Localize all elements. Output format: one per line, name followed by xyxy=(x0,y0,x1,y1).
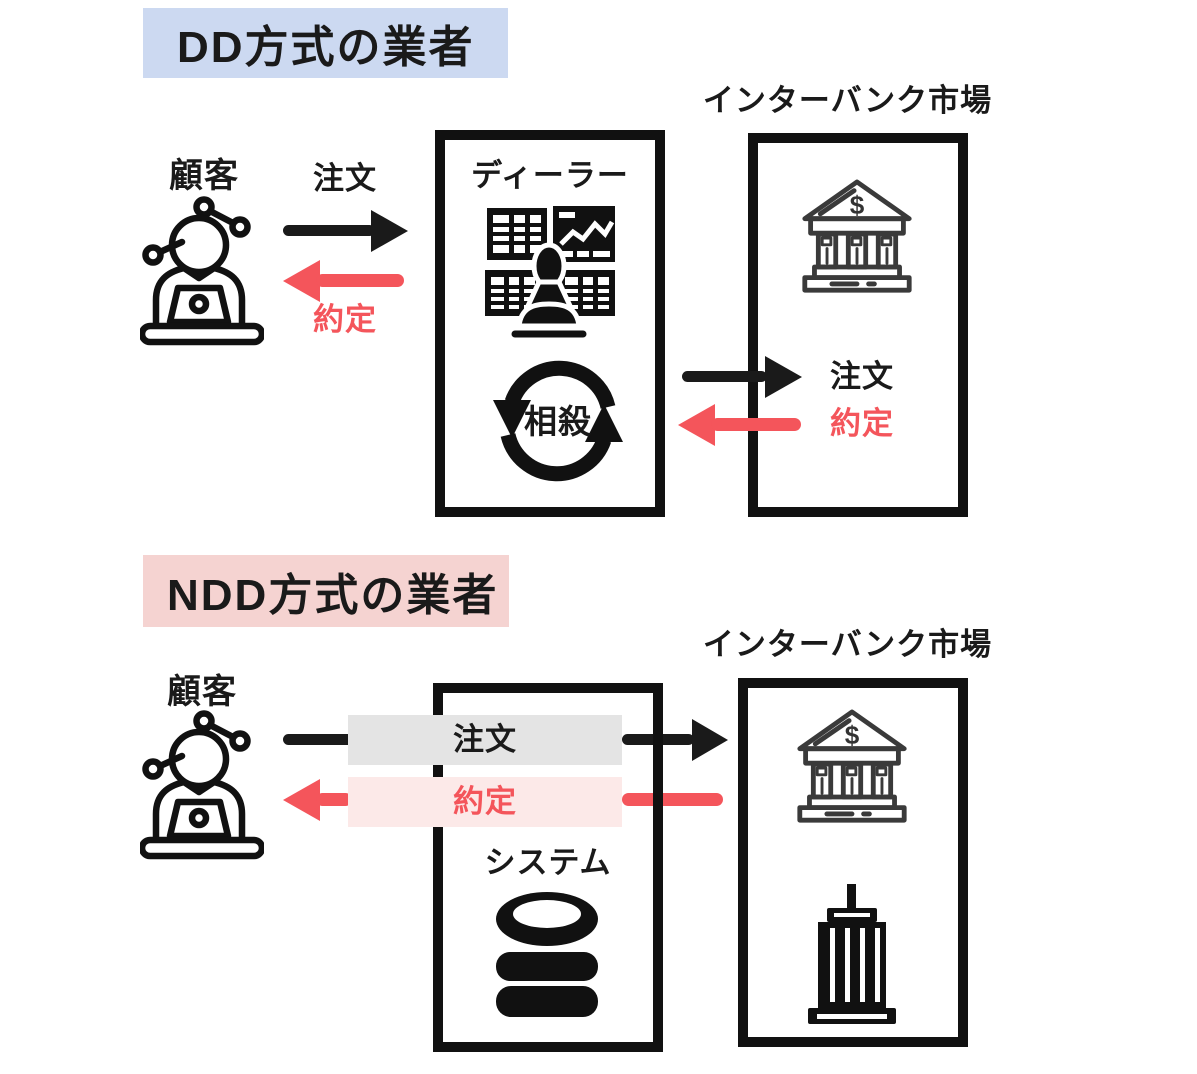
dd-ib-execution-arrow-shaft xyxy=(711,418,801,431)
ndd-customer-label: 顧客 xyxy=(167,673,237,711)
dd-ib-execution-arrow-head xyxy=(678,404,715,446)
customer-icon xyxy=(140,710,264,860)
dollar-glyph: $ xyxy=(845,720,860,750)
ndd-order-arrow-shaft-left xyxy=(283,734,353,745)
ndd-section-title-text: NDD方式の業者 xyxy=(167,571,499,620)
ndd-interbank-box xyxy=(738,678,968,1047)
ndd-order-band: 注文 xyxy=(348,715,622,765)
dd-section-title-text: DD方式の業者 xyxy=(177,23,475,72)
dd-execution-arrow-shaft xyxy=(316,274,404,287)
ndd-section-title: NDD方式の業者 xyxy=(143,555,509,627)
dealer-box xyxy=(435,130,665,517)
offset-cycle-icon xyxy=(493,360,623,482)
dd-ib-order-arrow-head xyxy=(765,356,802,398)
dd-customer-label: 顧客 xyxy=(169,157,239,195)
ndd-execution-arrow-shaft-left xyxy=(316,793,352,806)
ndd-order-arrow-head xyxy=(692,719,728,761)
system-label: システム xyxy=(484,845,612,880)
ndd-execution-band: 約定 xyxy=(348,777,622,827)
dollar-glyph: $ xyxy=(850,190,865,220)
dd-order-arrow-head xyxy=(371,210,408,252)
trader-desk-icon xyxy=(485,206,615,338)
dd-execution-label: 約定 xyxy=(313,302,377,337)
customer-icon xyxy=(140,196,264,346)
dd-execution-arrow-head xyxy=(283,260,320,302)
ndd-interbank-title: インターバンク市場 xyxy=(702,627,993,662)
dd-ib-execution-label: 約定 xyxy=(830,406,894,441)
offset-label: 相殺 xyxy=(524,403,592,440)
dd-order-label: 注文 xyxy=(313,161,377,196)
dd-order-arrow-shaft xyxy=(283,225,375,236)
bank-icon: $ xyxy=(802,179,912,293)
system-box xyxy=(433,683,663,1052)
dealer-label: ディーラー xyxy=(471,158,629,193)
dd-interbank-box xyxy=(748,133,968,517)
dd-ib-order-arrow-shaft xyxy=(682,371,767,382)
ndd-execution-label: 約定 xyxy=(453,783,517,819)
ndd-execution-arrow-head xyxy=(283,779,320,821)
dd-interbank-title: インターバンク市場 xyxy=(702,83,993,118)
ndd-order-label: 注文 xyxy=(453,721,517,757)
office-building-icon xyxy=(808,884,896,1024)
bank-icon: $ xyxy=(797,709,907,823)
dd-ib-order-label: 注文 xyxy=(830,359,894,394)
ndd-execution-arrow-shaft-right xyxy=(622,793,723,806)
dd-section-title: DD方式の業者 xyxy=(143,8,508,78)
database-icon xyxy=(496,892,598,1017)
